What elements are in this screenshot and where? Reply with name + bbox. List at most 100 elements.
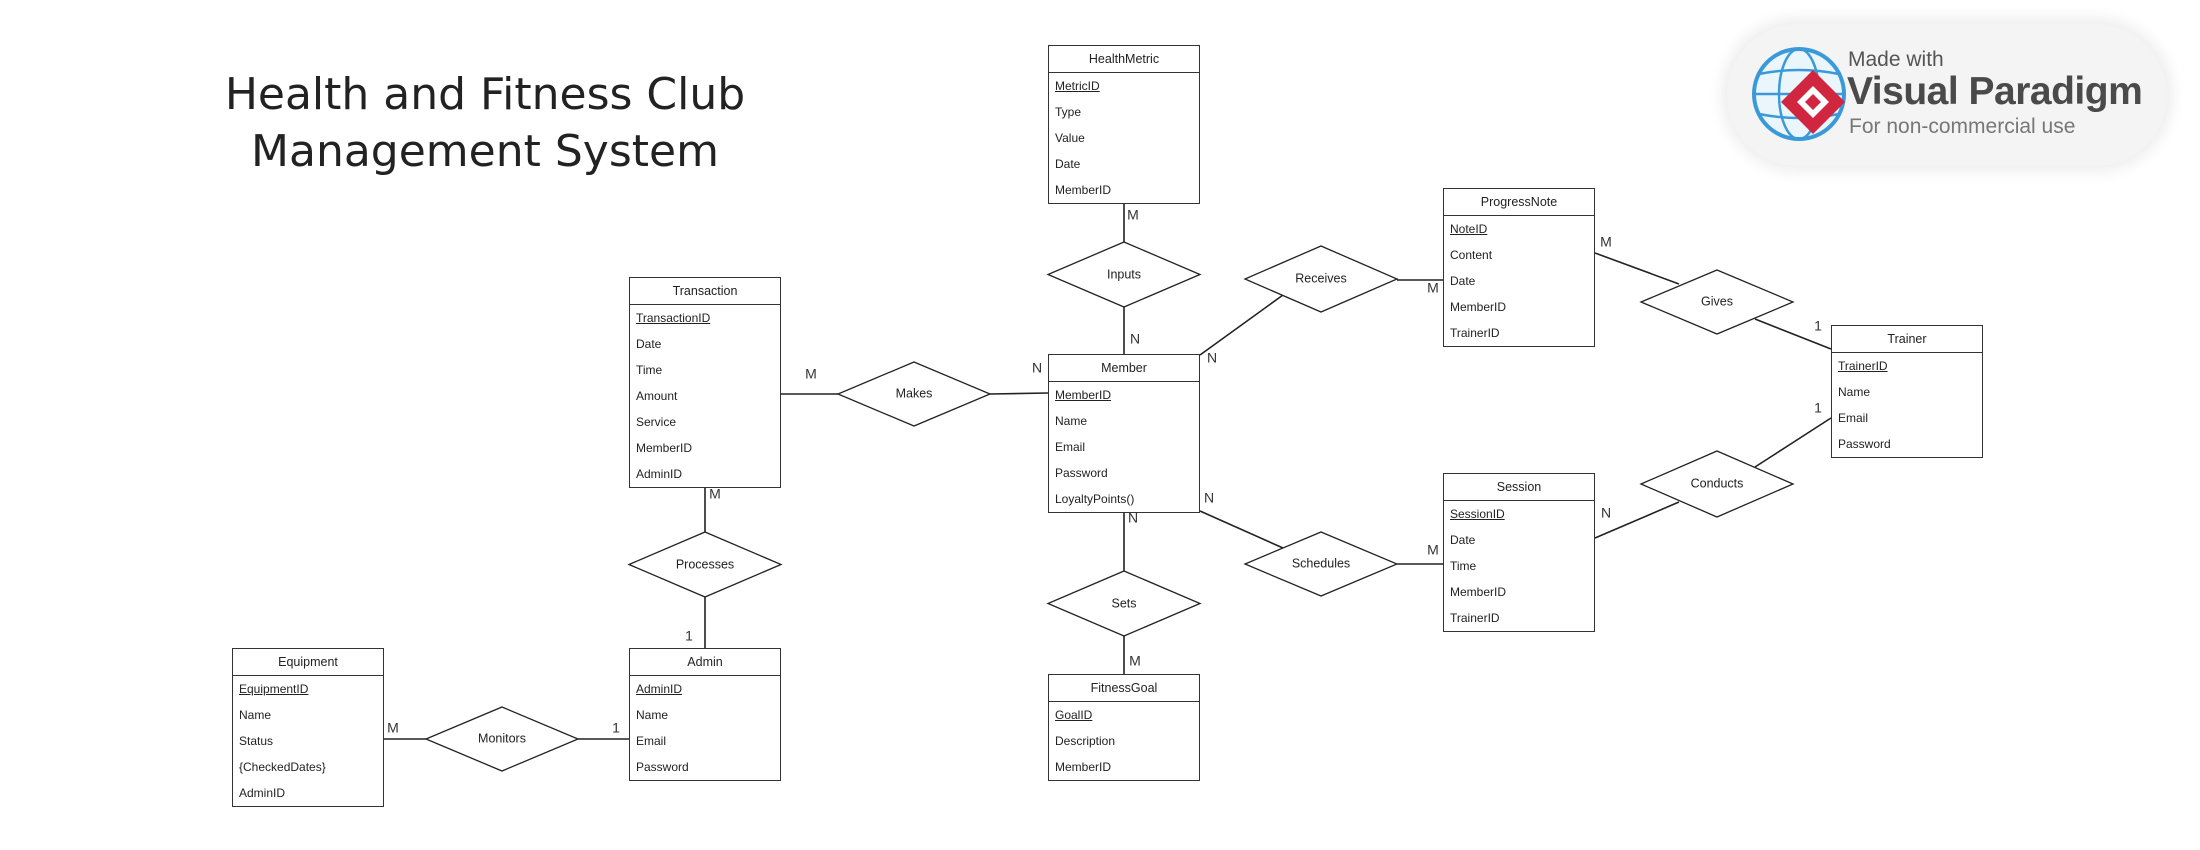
visual-paradigm-watermark: Made with Visual Paradigm For non-commer… (1727, 24, 2167, 166)
cardinality-label: 1 (1814, 400, 1822, 416)
entity-attribute: Status (239, 734, 274, 748)
cardinality-label: M (1427, 542, 1439, 558)
primary-key-attribute: GoalID (1055, 708, 1093, 722)
relationship-sets (1046, 570, 1202, 637)
diagram-title-line: Health and Fitness Club (224, 69, 746, 120)
watermark-made-with: Made with (1848, 48, 1944, 71)
cardinality-label: N (1130, 331, 1140, 347)
entity-attribute: Name (239, 708, 272, 722)
line-member-schedules (1199, 510, 1284, 549)
primary-key-attribute: TrainerID (1838, 359, 1888, 373)
cardinality-label: M (1427, 280, 1439, 296)
line-member-receives (1199, 294, 1284, 356)
cardinality-label: 1 (685, 628, 693, 644)
entity-name: Trainer (1832, 326, 1982, 353)
relationship-receives (1243, 245, 1399, 313)
cardinality-label: N (1601, 505, 1611, 521)
watermark-brand: Visual Paradigm (1847, 70, 2143, 113)
cardinality-label: M (387, 720, 399, 736)
entity-attribute: Time (1450, 559, 1477, 573)
cardinality-label: N (1207, 350, 1217, 366)
cardinality-label: M (1129, 653, 1141, 669)
entity-attribute: MemberID (1450, 300, 1507, 314)
cardinality-label: 1 (612, 720, 620, 736)
entity-attribute: Amount (636, 389, 678, 403)
relationship-gives (1639, 269, 1795, 335)
entity-name: FitnessGoal (1049, 675, 1199, 702)
entity-attribute: LoyaltyPoints() (1055, 492, 1135, 506)
entity-attribute: Email (1055, 440, 1086, 454)
entity-attribute: Password (1838, 437, 1891, 451)
entity-attribute: Service (636, 415, 677, 429)
cardinality-label: M (709, 486, 721, 502)
line-conducts-session (1594, 501, 1680, 539)
cardinality-label: M (1127, 207, 1139, 223)
entity-attribute: Type (1055, 105, 1082, 119)
entity-name: ProgressNote (1444, 189, 1594, 216)
relationship-schedules (1243, 531, 1399, 597)
entity-attribute: AdminID (239, 786, 286, 800)
entity-attribute: MemberID (1450, 585, 1507, 599)
entity-attribute: Name (636, 708, 669, 722)
entity-attribute: Email (636, 734, 667, 748)
line-makes-member (989, 392, 1049, 395)
watermark-note: For non-commercial use (1849, 115, 2076, 138)
entity-attribute: Date (1450, 274, 1476, 288)
visual-paradigm-logo-icon (1752, 47, 1846, 141)
relationship-processes (627, 531, 783, 598)
entity-attribute: MemberID (636, 441, 693, 455)
entity-name: Member (1049, 355, 1199, 382)
entity-attribute: Password (1055, 466, 1108, 480)
entity-name: Session (1444, 474, 1594, 501)
cardinality-label: M (805, 366, 817, 382)
primary-key-attribute: AdminID (636, 682, 683, 696)
connector-lines (384, 202, 1832, 740)
entity-attribute: Name (1055, 414, 1088, 428)
relationship-label: Monitors (478, 731, 526, 745)
primary-key-attribute: MemberID (1055, 388, 1112, 402)
relationship-conducts (1639, 450, 1795, 518)
cardinality-label: N (1032, 360, 1042, 376)
primary-key-attribute: TransactionID (636, 311, 711, 325)
entity-attribute: Time (636, 363, 663, 377)
entity-name: Transaction (630, 278, 780, 305)
relationship-label: Inputs (1107, 267, 1141, 281)
line-gives-trainer (1754, 318, 1832, 350)
diagram-title: Health and Fitness Club Management Syste… (180, 66, 790, 180)
entity-attribute: Description (1055, 734, 1116, 748)
entity-attribute: Name (1838, 385, 1871, 399)
entity-name: Equipment (233, 649, 383, 676)
entity-name: Admin (630, 649, 780, 676)
cardinality-label: N (1204, 490, 1214, 506)
primary-key-attribute: NoteID (1450, 222, 1488, 236)
entity-attribute: Value (1055, 131, 1085, 145)
primary-key-attribute: MetricID (1055, 79, 1100, 93)
relationship-monitors (424, 706, 580, 772)
entity-attribute: Date (636, 337, 662, 351)
relationship-label: Gives (1701, 294, 1733, 308)
entity-attribute: MemberID (1055, 183, 1112, 197)
cardinality-label: N (1128, 510, 1138, 526)
entity-attribute: MemberID (1055, 760, 1112, 774)
relationship-label: Processes (676, 557, 734, 571)
entity-attribute: TrainerID (1450, 611, 1500, 625)
diagram-title-line: Management System (251, 126, 719, 177)
primary-key-attribute: SessionID (1450, 507, 1505, 521)
entity-attribute: TrainerID (1450, 326, 1500, 340)
cardinality-label: M (1600, 234, 1612, 250)
relationship-makes (836, 361, 992, 427)
entity-attribute: Date (1055, 157, 1081, 171)
entity-name: HealthMetric (1049, 46, 1199, 73)
entity-attribute: AdminID (636, 467, 683, 481)
entity-attribute: Content (1450, 248, 1493, 262)
entity-attribute: {CheckedDates} (239, 760, 326, 774)
relationship-label: Sets (1111, 596, 1136, 610)
relationship-label: Schedules (1292, 556, 1350, 570)
